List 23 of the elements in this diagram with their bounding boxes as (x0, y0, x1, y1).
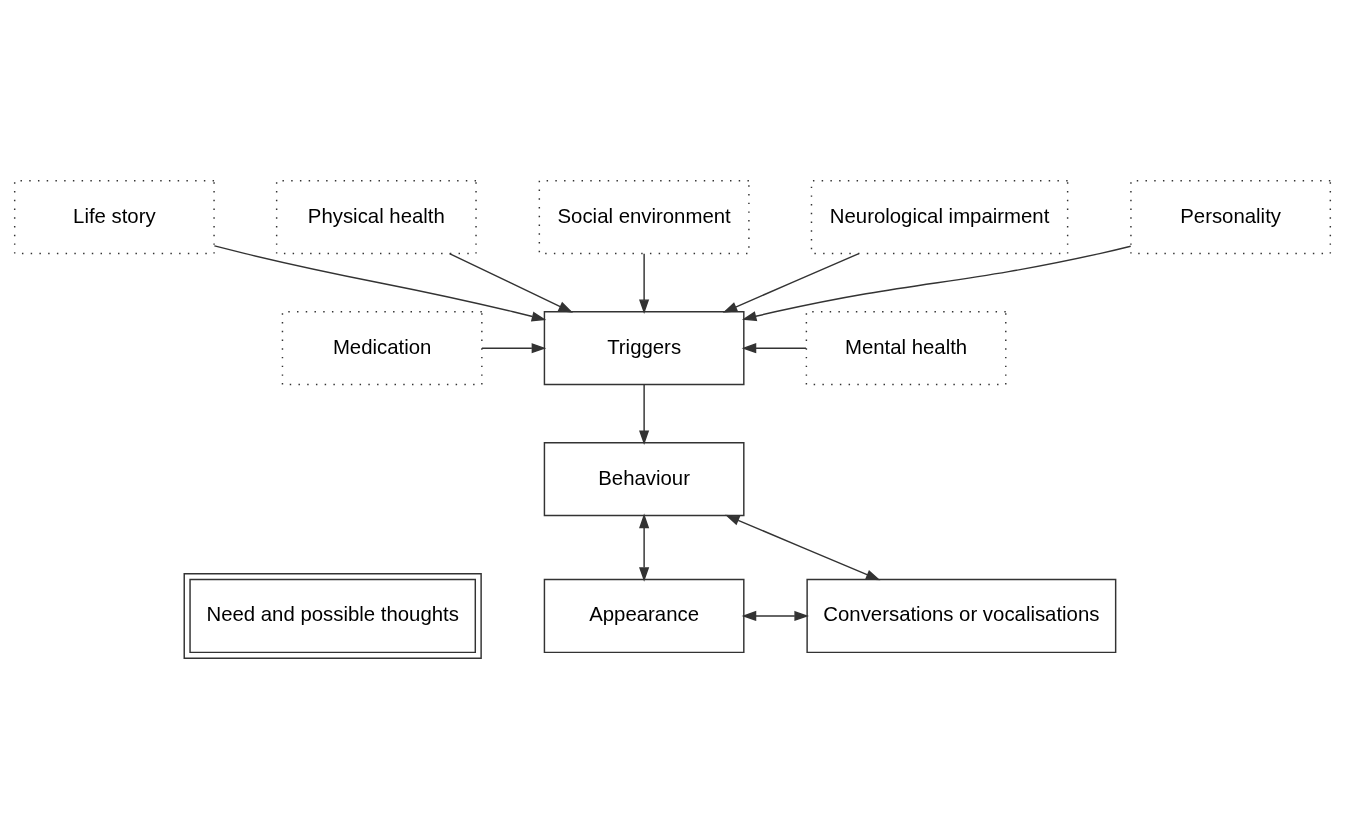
node-box: Triggers (543, 310, 745, 385)
node-box: Medication (281, 310, 483, 385)
arrow (741, 245, 1132, 321)
node-box: Neurological impairment (810, 179, 1069, 254)
arrow (213, 244, 547, 321)
node-box: Physical health (275, 179, 477, 254)
arrow (639, 252, 650, 314)
node-box: Conversations or vocalisations (806, 578, 1117, 653)
arrow (741, 610, 809, 621)
arrow (639, 383, 650, 445)
arrow (481, 342, 547, 353)
node-box: Appearance (543, 578, 745, 653)
arrow (741, 342, 807, 353)
arrow (722, 252, 860, 313)
arrow (448, 252, 574, 313)
node-box: Social environment (538, 179, 750, 254)
node-box: Personality (1130, 179, 1332, 254)
node-box: Life story (13, 179, 215, 254)
arrow (725, 514, 881, 580)
node-box: Need and possible thoughts (183, 572, 482, 659)
node-box: Mental health (805, 310, 1007, 385)
node-box: Behaviour (543, 441, 745, 516)
arrow (639, 513, 650, 582)
